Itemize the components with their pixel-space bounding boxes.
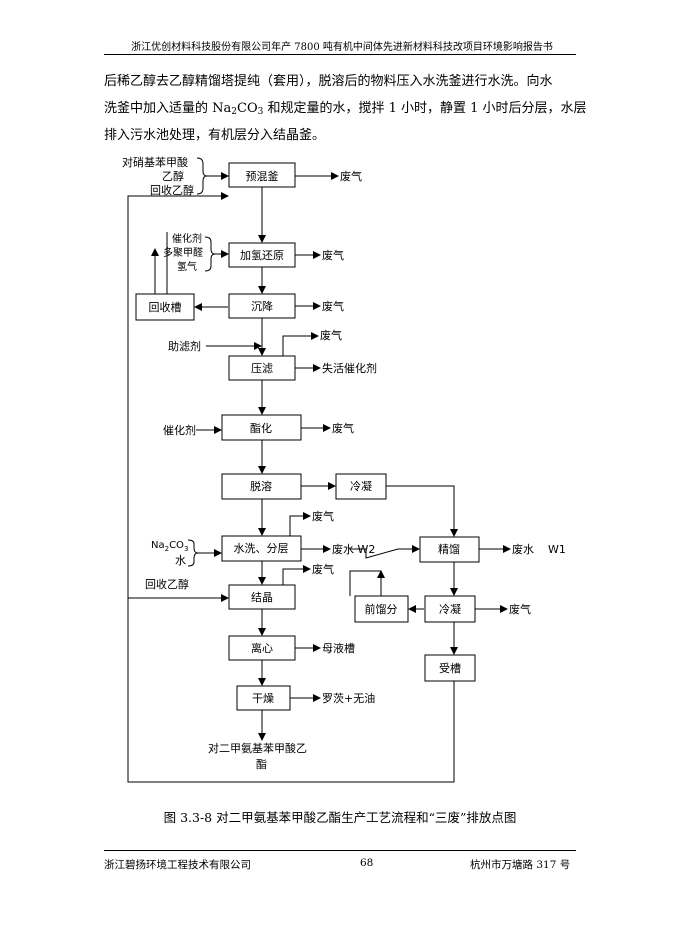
input-paraformaldehyde: 多聚甲醛 [163,246,203,259]
body-line-2: 洗釜中加入适量的 Na2CO3 和规定量的水，搅拌 1 小时，静置 1 小时后分… [104,101,587,117]
emission-wastewater-w2: 废水 W2 [332,542,375,556]
input-water: 水 [175,554,186,567]
body-line-1: 后稀乙醇去乙醇精馏塔提纯（套用），脱溶后的物料压入水洗釜进行水洗。向水 [104,74,553,89]
step-press-filter: 压滤 [251,362,273,375]
step-desolvation: 脱溶 [250,479,272,493]
step-condense: 冷凝 [350,479,372,493]
emission-drying: 罗茨+无油 [322,691,375,705]
input-pnba: 对硝基苯甲酸 [122,155,188,169]
step-settling: 沉降 [251,299,273,313]
input-filter-aid: 助滤剂 [168,339,201,353]
emission-waste-gas-settling: 废气 [322,299,344,313]
step-crystallization: 结晶 [251,591,273,604]
receiver-tank-box [424,654,476,682]
step-condense-2: 冷凝 [439,602,461,616]
step-premix: 预混釜 [246,169,279,183]
emission-mother-liquor: 母液槽 [322,641,355,655]
input-na2co3: Na2CO3 [151,540,188,553]
emission-spent-catalyst: 失活催化剂 [322,361,377,375]
product-name-line1: 对二甲氨基苯甲酸乙 [208,741,307,755]
step-hydrogenation: 加氢还原 [240,248,284,262]
figure-caption: 图 3.3-8 对二甲氨基苯甲酸乙酯生产工艺流程和“三废”排放点图 [163,810,517,825]
input-brace-2 [204,236,216,272]
step-wash-separate: 水洗、分层 [234,542,289,555]
input-esterification-catalyst: 催化剂 [163,423,196,437]
emission-w1: W1 [548,543,566,556]
emission-waste-gas-hydrogenation: 废气 [322,248,344,262]
footer-address: 杭州市万塘路 317 号 [470,859,571,871]
input-recycled-ethanol-2: 回收乙醇 [145,577,189,591]
emission-waste-gas-esterification: 废气 [332,421,354,435]
emission-waste-gas-crystallization: 废气 [312,562,334,576]
step-recovery-tank: 回收槽 [149,300,182,314]
input-hydrogen: 氢气 [177,260,197,273]
input-brace-1 [196,157,208,195]
emission-waste-gas-condense-2: 废气 [509,602,531,616]
step-pre-fraction: 前馏分 [365,602,398,616]
footer-rule [104,850,576,851]
input-recycled-ethanol: 回收乙醇 [150,183,194,197]
header-rule [104,54,576,55]
input-ethanol: 乙醇 [162,169,184,183]
product-name-line2: 酯 [256,758,267,771]
input-brace-3 [187,539,199,567]
emission-wastewater: 废水 [512,542,534,556]
step-rectification: 精馏 [438,542,460,556]
body-line-3: 排入污水池处理，有机层分入结晶釜。 [104,128,326,143]
input-catalyst: 催化剂 [172,232,202,245]
emission-waste-gas-press-filter: 废气 [320,328,342,342]
step-receiver-tank: 受槽 [439,662,461,675]
page-number: 68 [360,857,374,869]
step-centrifuge: 离心 [251,641,273,655]
page-header: 浙江优创材料科技股份有限公司年产 7800 吨有机中间体先进新材料科技改项目环境… [131,42,553,53]
emission-waste-gas-wash: 废气 [312,509,334,523]
emission-waste-gas-premix: 废气 [340,169,362,183]
footer-company: 浙江碧扬环境工程技术有限公司 [104,859,251,871]
step-esterification: 酯化 [250,421,272,435]
step-drying: 干燥 [252,692,274,705]
